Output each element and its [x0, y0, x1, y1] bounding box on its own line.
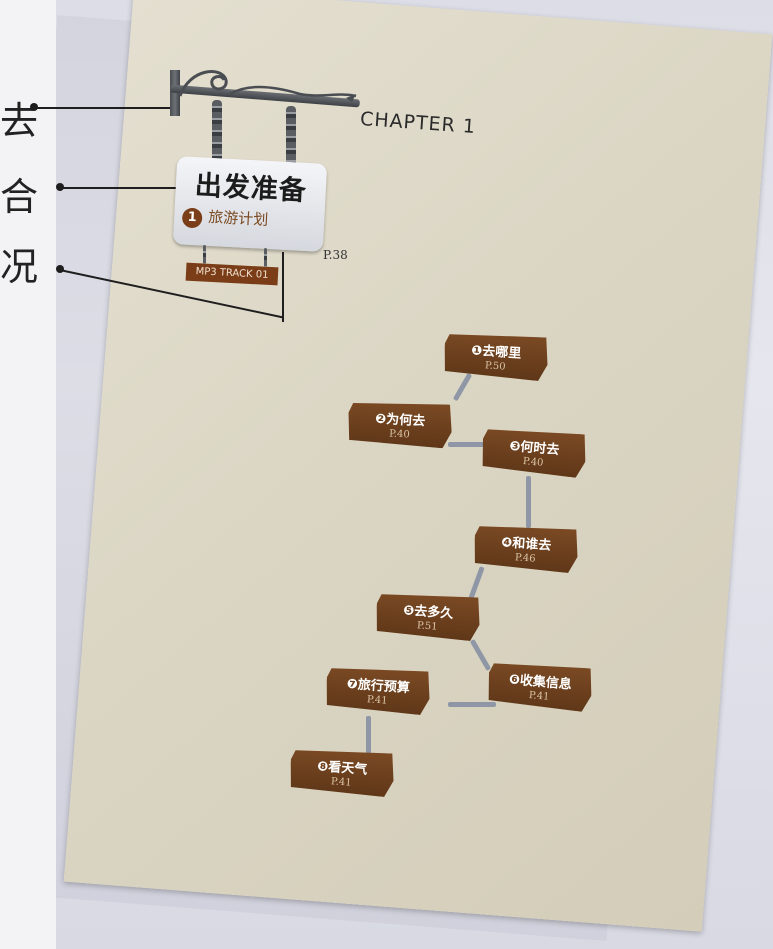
sign-number-badge: 1 — [181, 207, 203, 229]
bracket-scroll-icon — [178, 70, 357, 102]
connector-3-4 — [526, 476, 531, 528]
margin-text-3: 况 — [0, 245, 39, 289]
margin-text-1: 去 — [0, 99, 39, 143]
hook-right — [264, 248, 267, 268]
chain-left — [212, 100, 222, 164]
sign-title: 出发准备 — [194, 170, 308, 207]
sign-subtitle-text: 旅游计划 — [207, 207, 269, 229]
leader-line-3-vertical — [282, 252, 284, 322]
hook-left — [203, 245, 206, 267]
sign-page-ref: P.38 — [323, 248, 348, 262]
chain-right — [286, 106, 296, 170]
left-margin — [0, 0, 56, 949]
connector-2-3 — [448, 442, 494, 447]
connector-6-7 — [448, 702, 496, 707]
leader-line-1 — [34, 107, 174, 109]
margin-text-2: 合 — [0, 175, 39, 219]
book-page — [63, 0, 773, 932]
connector-7-8 — [366, 716, 371, 754]
leader-line-2 — [60, 187, 178, 189]
